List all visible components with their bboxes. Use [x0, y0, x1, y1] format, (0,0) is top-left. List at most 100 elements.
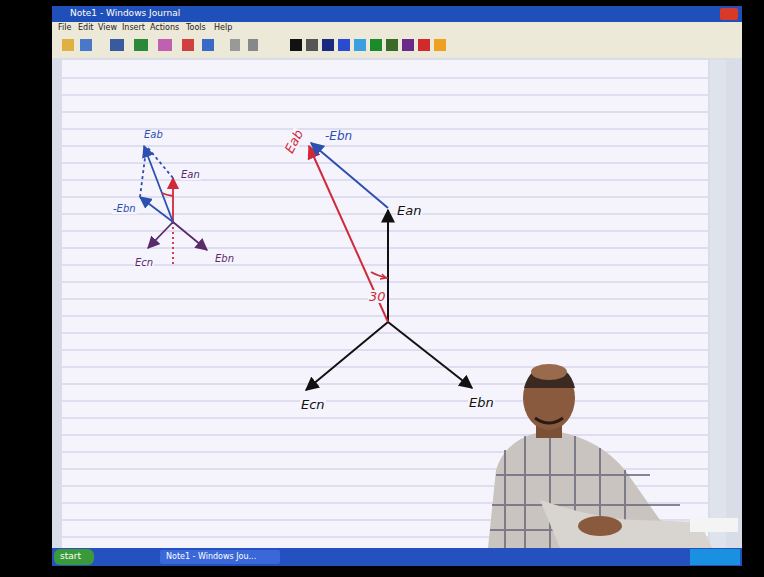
drawing-part — [80, 39, 92, 51]
ruled-line — [62, 197, 708, 198]
menu-item: Actions — [150, 24, 179, 32]
start-label: start — [60, 552, 81, 561]
ruled-line — [62, 78, 708, 79]
phasor-label: Ecn — [134, 258, 154, 268]
drawing-part — [524, 365, 575, 388]
drawing-part — [62, 39, 74, 51]
drawing-part — [144, 146, 173, 222]
drawing-part — [202, 39, 214, 51]
taskbar-label: Note1 - Windows Jou... — [166, 553, 256, 561]
menu-item: Insert — [122, 24, 145, 32]
angle-label: 30 — [368, 290, 387, 303]
menu-item: View — [98, 24, 117, 32]
drawing-part — [158, 39, 172, 51]
drawing-part — [354, 39, 366, 51]
drawing-part — [248, 39, 258, 51]
phasor-diagram — [306, 143, 472, 390]
phasor-label: Ecn — [300, 398, 326, 411]
toolbar — [52, 34, 742, 58]
ruled-line — [62, 146, 708, 147]
menu-bar — [52, 22, 742, 34]
ruled-line — [62, 333, 708, 334]
drawing-part — [402, 39, 414, 51]
ruled-line — [62, 282, 708, 283]
drawing-part — [148, 148, 173, 178]
phasor-label: Ebn — [214, 254, 235, 264]
drawing-part — [140, 150, 146, 197]
drawing-part — [182, 39, 194, 51]
menu-item: Help — [214, 24, 232, 32]
ruled-line — [62, 112, 708, 113]
drawing-part — [531, 364, 567, 380]
ruled-line — [62, 452, 708, 453]
ruled-line — [62, 435, 708, 436]
drawing-part — [311, 143, 388, 208]
ruled-line — [62, 401, 708, 402]
ruled-line — [62, 384, 708, 385]
drawing-part — [504, 450, 506, 548]
drawing-part — [134, 39, 148, 51]
drawing-part — [690, 518, 738, 532]
drawing-part — [380, 274, 386, 279]
drawing-part — [492, 504, 680, 506]
drawing-part — [306, 322, 388, 390]
drawing-part — [309, 146, 388, 322]
drawing-part — [524, 436, 526, 548]
taskbar — [52, 548, 742, 566]
drawing-part — [370, 39, 382, 51]
drawing-part — [540, 500, 712, 548]
phasor-label: Eab — [143, 130, 164, 140]
phasor-label: Ean — [180, 170, 201, 180]
ruled-line — [62, 265, 708, 266]
ruled-line — [62, 180, 708, 181]
menu-item: File — [58, 24, 71, 32]
phasor-label: Ean — [396, 204, 422, 217]
taskbar-button — [160, 550, 280, 564]
title-bar — [52, 6, 742, 22]
drawing-part — [148, 222, 173, 248]
start-button — [54, 549, 94, 565]
drawing-part — [418, 39, 430, 51]
menu-item: Edit — [78, 24, 94, 32]
ruled-line — [62, 350, 708, 351]
drawing-part — [290, 39, 302, 51]
lecturer — [488, 364, 738, 548]
tray — [690, 549, 740, 565]
drawing-part — [496, 474, 650, 476]
drawing-part — [110, 39, 124, 51]
drawing-part — [162, 193, 173, 196]
drawing-part — [172, 222, 174, 266]
ruled-line — [62, 248, 708, 249]
phasor-label: -Ebn — [324, 130, 353, 142]
window-frame — [52, 6, 742, 566]
drawing-part — [578, 516, 622, 536]
toolbar-icons — [62, 39, 258, 51]
drawing-part — [306, 39, 318, 51]
drawing-part — [172, 178, 174, 222]
window-title: Note1 - Windows Journal — [70, 9, 180, 18]
drawing-part — [371, 272, 388, 278]
scrollbar — [710, 60, 726, 548]
ruled-line — [62, 231, 708, 232]
color-swatches — [290, 39, 446, 51]
drawing-part — [488, 432, 712, 548]
drawing-part — [173, 222, 207, 250]
ruled-line — [62, 418, 708, 419]
ruled-line — [62, 163, 708, 164]
close-button — [720, 8, 738, 20]
phasor-label: Ebn — [468, 396, 495, 409]
ruled-line — [62, 367, 708, 368]
ruled-line — [62, 214, 708, 215]
small-phasor-sketch — [140, 146, 207, 266]
phasor-label: -Ebn — [112, 204, 137, 214]
ruled-line — [62, 95, 708, 96]
drawing-part — [535, 418, 563, 423]
drawing-part — [230, 39, 240, 51]
drawing-part — [386, 39, 398, 51]
menu-item: Tools — [186, 24, 206, 32]
drawing-part — [387, 210, 389, 322]
note-page — [62, 60, 708, 548]
drawing-part — [338, 39, 350, 51]
